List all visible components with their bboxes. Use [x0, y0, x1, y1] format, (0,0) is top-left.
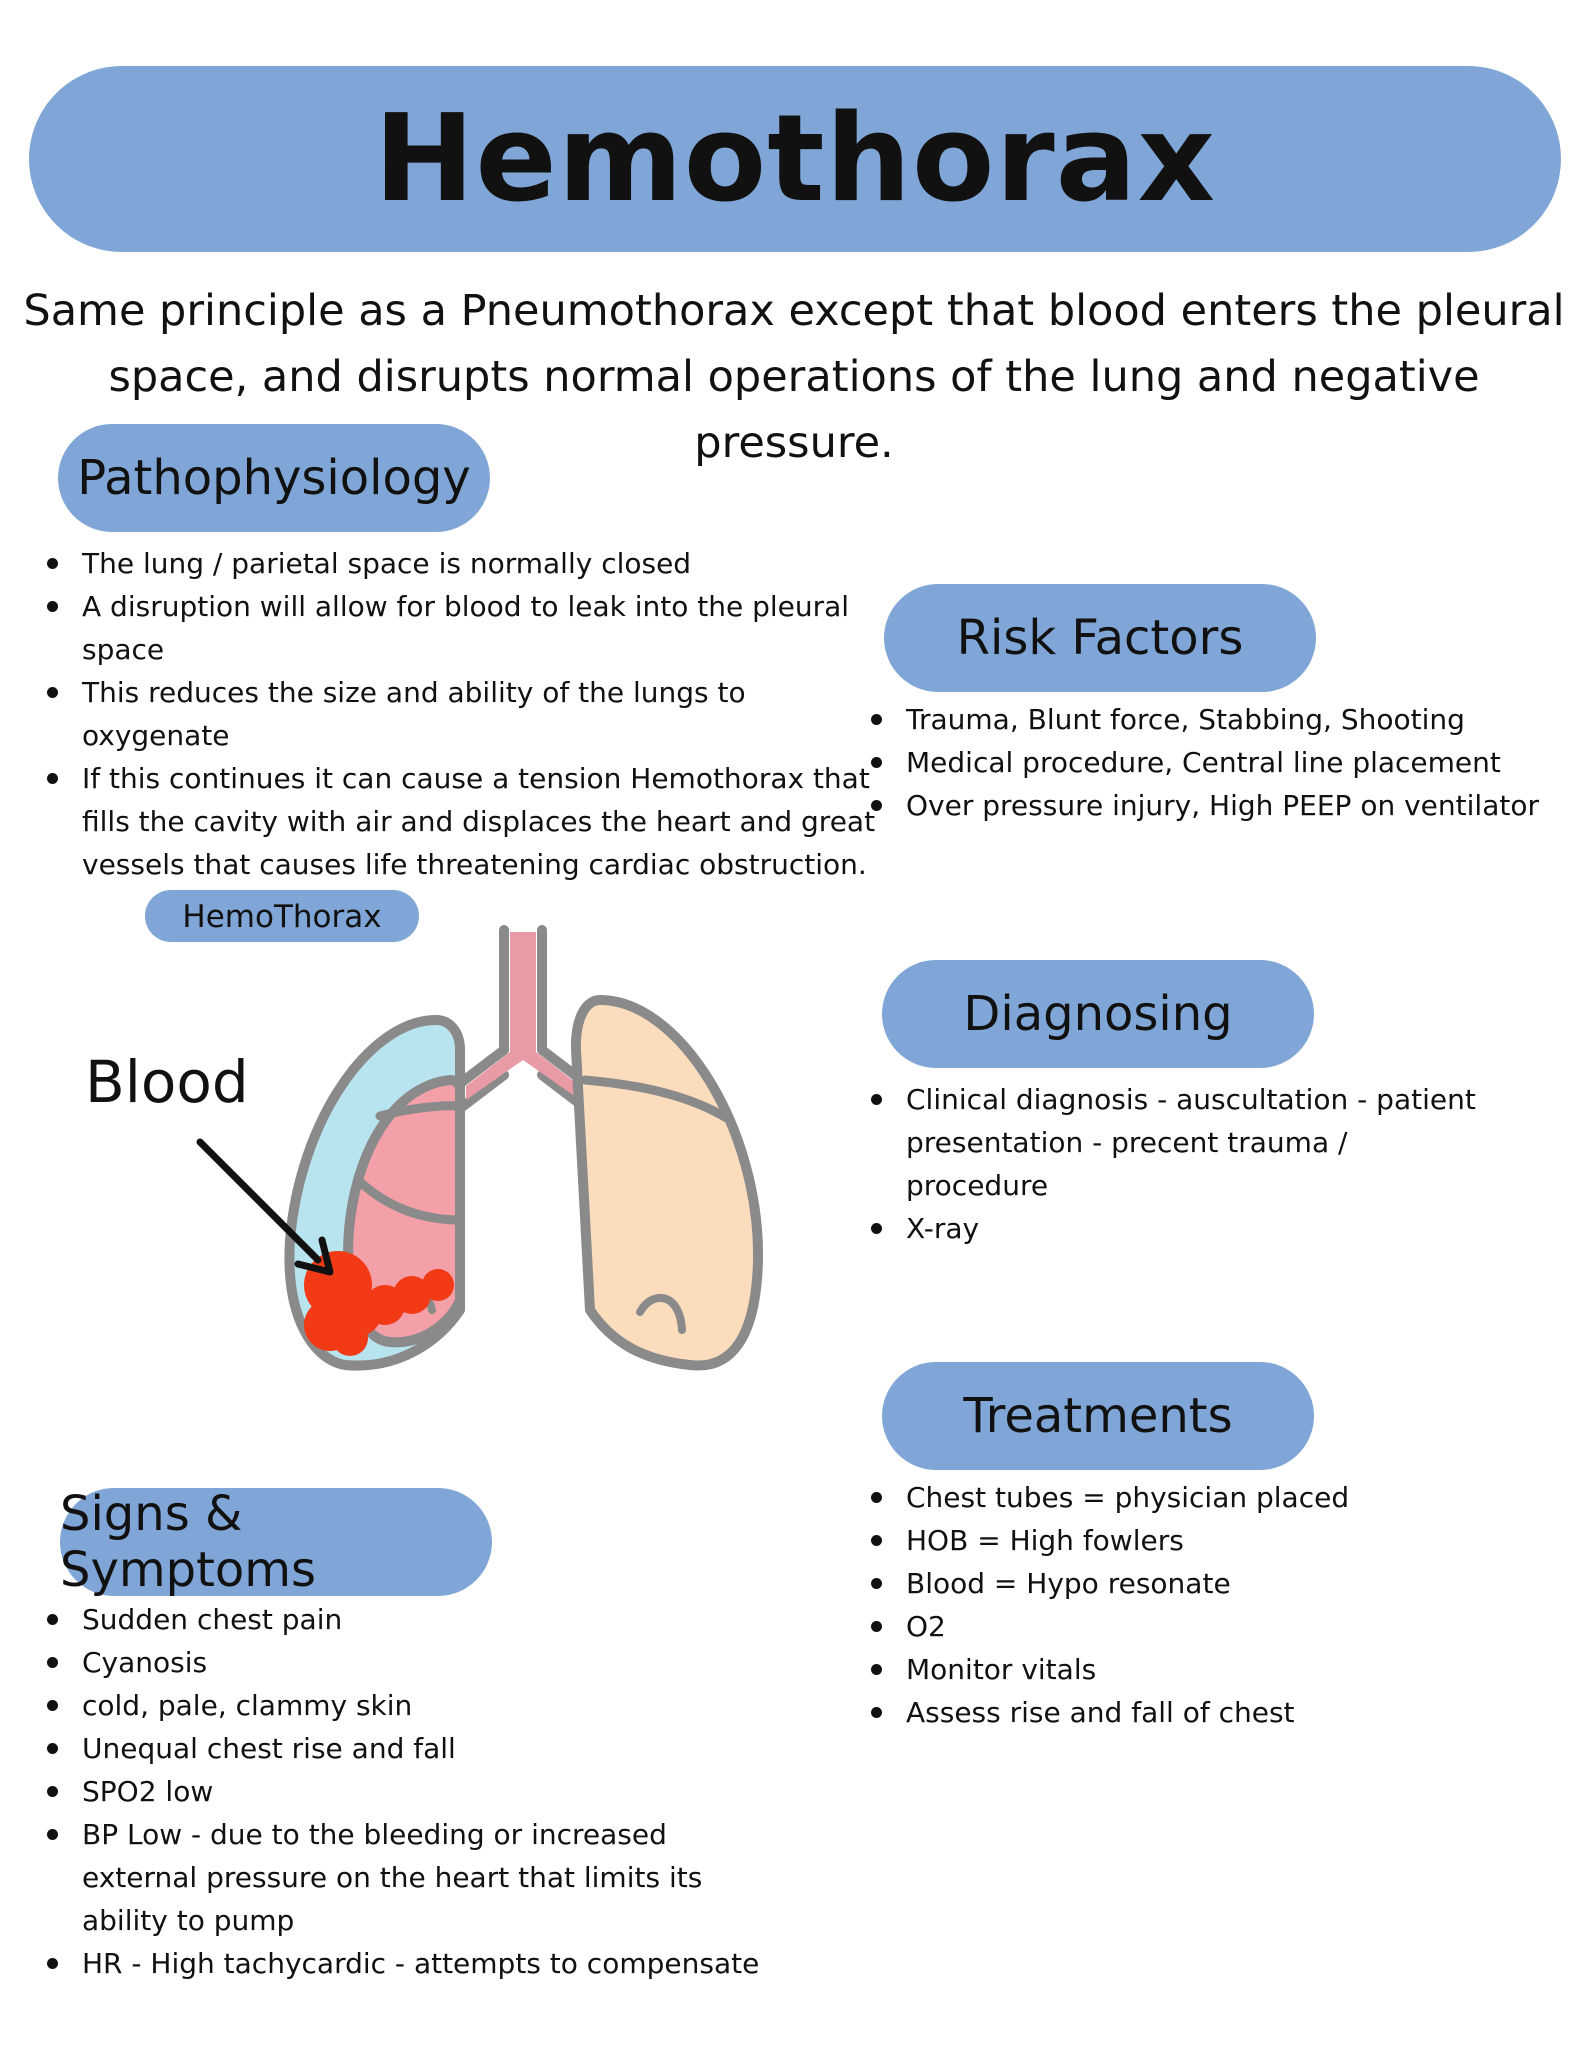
list-item: Monitor vitals: [871, 1648, 1546, 1691]
list-item: HR - High tachycardic - attempts to comp…: [47, 1942, 762, 1985]
pathophysiology-heading-pill: Pathophysiology: [58, 424, 490, 532]
treatments-heading: Treatments: [963, 1388, 1233, 1444]
risk-factors-heading-pill: Risk Factors: [884, 584, 1316, 692]
blood-arrow-line: [196, 1138, 322, 1264]
diagram-tag-label: HemoThorax: [182, 899, 381, 935]
list-item: Cyanosis: [47, 1641, 762, 1684]
left-lung-fissure: [353, 1101, 465, 1225]
signs-symptoms-heading: Signs & Symptoms: [60, 1486, 317, 1598]
blood-arrow-head: [294, 1236, 334, 1276]
signs-symptoms-list: Sudden chest pain Cyanosis cold, pale, c…: [42, 1598, 762, 1985]
list-item: The lung / parietal space is normally cl…: [47, 542, 882, 585]
list-item: Clinical diagnosis - auscultation - pati…: [871, 1078, 1476, 1207]
risk-factors-list: Trauma, Blunt force, Stabbing, Shooting …: [866, 698, 1588, 827]
diagnosing-list: Clinical diagnosis - auscultation - pati…: [866, 1078, 1476, 1250]
treatments-list: Chest tubes = physician placed HOB = Hig…: [866, 1476, 1546, 1734]
list-item: X-ray: [871, 1207, 1476, 1250]
list-item: BP Low - due to the bleeding or increase…: [47, 1813, 762, 1942]
pathophysiology-list: The lung / parietal space is normally cl…: [42, 542, 882, 886]
list-item: Medical procedure, Central line placemen…: [871, 741, 1588, 784]
signs-symptoms-heading-pill: Signs & Symptoms: [60, 1486, 492, 1598]
right-lung-notch: [636, 1293, 686, 1334]
list-item: Over pressure injury, High PEEP on venti…: [871, 784, 1588, 827]
diagram-tag-pill: [145, 890, 419, 942]
list-item: SPO2 low: [47, 1770, 762, 1813]
right-lung: [570, 995, 764, 1371]
list-item: HOB = High fowlers: [871, 1519, 1546, 1562]
list-item: cold, pale, clammy skin: [47, 1684, 762, 1727]
diagnosing-heading-pill: Diagnosing: [882, 960, 1314, 1068]
page-title: Hemothorax: [373, 89, 1217, 229]
pathophysiology-heading: Pathophysiology: [77, 450, 471, 506]
right-lung-fissure: [580, 1075, 735, 1125]
title-banner: Hemothorax: [29, 66, 1561, 252]
list-item: O2: [871, 1605, 1546, 1648]
list-item: A disruption will allow for blood to lea…: [47, 585, 882, 671]
intro-text: Same principle as a Pneumothorax except …: [23, 286, 1565, 468]
list-item: Unequal chest rise and fall: [47, 1727, 762, 1770]
list-item: Chest tubes = physician placed: [871, 1476, 1546, 1519]
risk-factors-heading: Risk Factors: [956, 610, 1244, 666]
trachea-fill: [466, 932, 580, 1100]
list-item: Blood = Hypo resonate: [871, 1562, 1546, 1605]
diagnosing-heading: Diagnosing: [963, 986, 1233, 1042]
treatments-heading-pill: Treatments: [882, 1362, 1314, 1470]
blood-pool: [304, 1251, 454, 1356]
list-item: Sudden chest pain: [47, 1598, 762, 1641]
list-item: If this continues it can cause a tension…: [47, 757, 882, 886]
list-item: Assess rise and fall of chest: [871, 1691, 1546, 1734]
list-item: This reduces the size and ability of the…: [47, 671, 882, 757]
hemothorax-lung-diagram: HemoThorax Blood: [85, 890, 764, 1371]
list-item: Trauma, Blunt force, Stabbing, Shooting: [871, 698, 1588, 741]
blood-label: Blood: [85, 1048, 249, 1116]
